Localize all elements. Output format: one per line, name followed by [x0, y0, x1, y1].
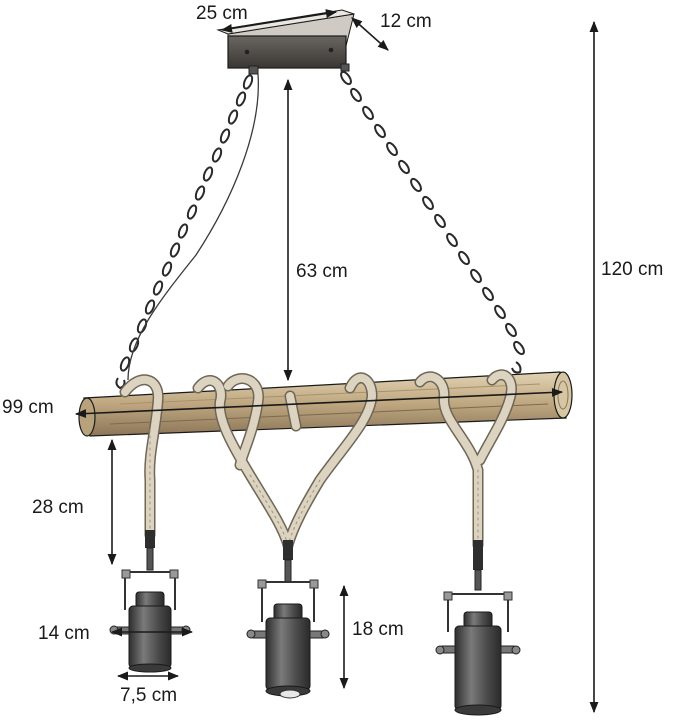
mount-depth-arrow: [351, 17, 389, 51]
mount-width-arrow: [220, 9, 338, 33]
mount-depth-label: 12 cm: [380, 11, 432, 32]
rope-length-label: 28 cm: [32, 497, 84, 518]
spot-diameter-label: 7,5 cm: [120, 685, 178, 706]
beam-length-arrow: [74, 387, 564, 419]
dimension-arrows: [74, 9, 599, 714]
chain-left: [115, 74, 254, 390]
chain-right: [340, 70, 525, 374]
spot-width-label: 14 cm: [38, 623, 90, 644]
total-height-label: 120 cm: [601, 259, 664, 280]
mount-width-label: 25 cm: [196, 3, 248, 24]
spot-height-label: 18 cm: [352, 619, 404, 640]
spotlight-center: [246, 540, 330, 699]
spotlight-left: [109, 530, 191, 673]
chain-drop-label: 63 cm: [296, 261, 348, 282]
power-cable: [127, 73, 260, 381]
beam-length-label: 99 cm: [2, 397, 54, 418]
spotlight-right: [435, 540, 521, 716]
